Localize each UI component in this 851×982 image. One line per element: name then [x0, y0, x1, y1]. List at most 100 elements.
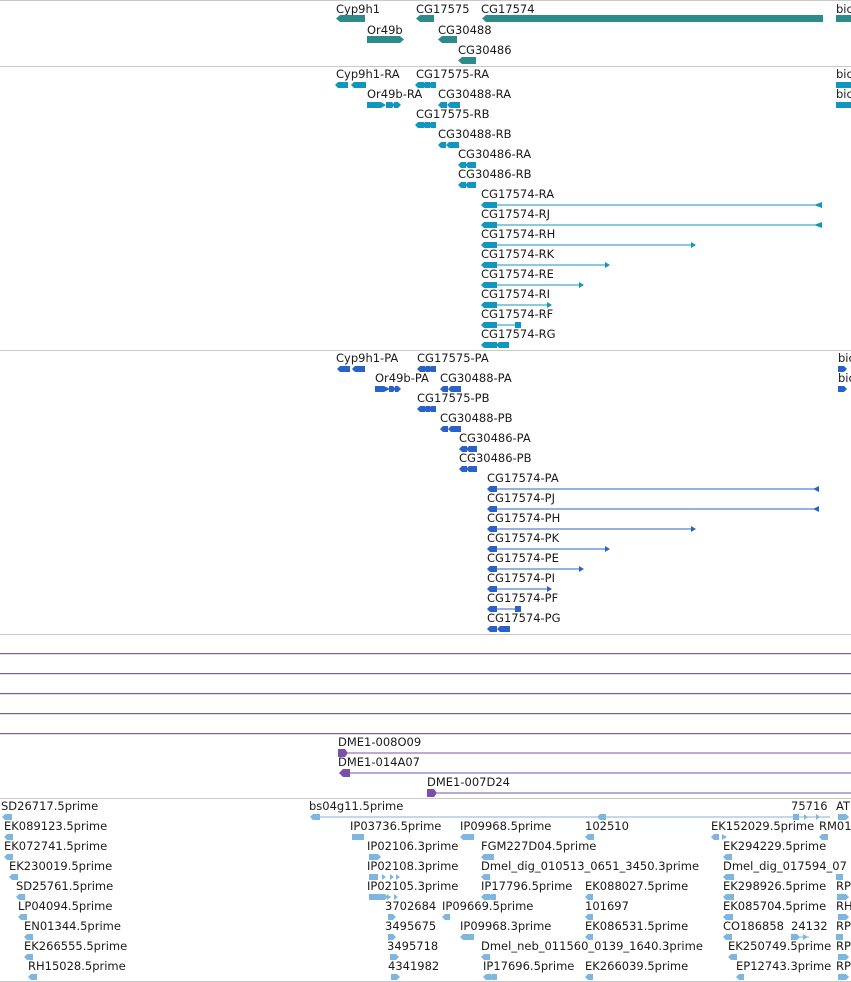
est-label[interactable]: EK266555.5prime	[24, 939, 128, 953]
transcript-label[interactable]: CG17575-RB	[416, 107, 490, 121]
est-label[interactable]: EP12743.3prime	[736, 959, 832, 973]
est-label[interactable]: EK072741.5prime	[4, 839, 108, 853]
est-label[interactable]: Dmel_dig_017594_07	[723, 859, 847, 873]
est-label[interactable]: bs04g11.5prime	[309, 799, 404, 813]
protein-label[interactable]: CG17575-PB	[417, 391, 490, 405]
protein-label[interactable]: CG30486-PA	[459, 431, 531, 445]
est-label[interactable]: Dmel_neb_011560_0139_1640.3prime	[481, 939, 703, 953]
gene-label[interactable]: CG30486	[458, 43, 512, 57]
transcript-label[interactable]: CG30488-RB	[438, 127, 512, 141]
transcript-label[interactable]: CG17574-RG	[481, 327, 556, 341]
est-label[interactable]: FGM227D04.5prime	[481, 839, 597, 853]
est-label[interactable]: EK086531.5prime	[585, 919, 689, 933]
transcript-label[interactable]: CG17574-RE	[481, 267, 554, 281]
protein-label[interactable]: CG30488-PB	[440, 411, 513, 425]
gene-label[interactable]: bic	[836, 2, 851, 16]
protein-label[interactable]: CG17574-PA	[487, 471, 559, 485]
est-label[interactable]: IP02106.3prime	[367, 839, 459, 853]
est-label[interactable]: IP03736.5prime	[350, 819, 442, 833]
est-label[interactable]: EK294229.5prime	[723, 839, 827, 853]
est-label[interactable]: EK298926.5prime	[723, 879, 827, 893]
transcript-label[interactable]: Or49b-RA	[367, 87, 423, 101]
est-label[interactable]: EK085704.5prime	[723, 899, 827, 913]
est-label[interactable]: RM01	[819, 819, 851, 833]
protein-label[interactable]: CG17574-PH	[487, 511, 561, 525]
transcript-label[interactable]: CG17574-RJ	[481, 207, 551, 221]
est-label[interactable]: 3495675	[385, 919, 437, 933]
transcript-label[interactable]: CG30486-RB	[458, 167, 532, 181]
feature-line[interactable]	[0, 693, 851, 694]
est-label[interactable]: 101697	[585, 899, 629, 913]
est-label[interactable]: IP09968.3prime	[460, 919, 552, 933]
protein-label[interactable]: CG17574-PK	[487, 531, 560, 545]
est-label[interactable]: SD26717.5prime	[1, 799, 99, 813]
est-label[interactable]: RH	[836, 899, 851, 913]
est-label[interactable]: EK230019.5prime	[9, 859, 113, 873]
est-label[interactable]: IP09669.5prime	[442, 899, 534, 913]
gene-label[interactable]: Cyp9h1	[336, 2, 381, 16]
est-label[interactable]: 3495718	[387, 939, 439, 953]
est-label[interactable]: 75716	[791, 799, 828, 813]
cdna-glyphs[interactable]	[0, 0, 851, 798]
est-label[interactable]: EK089123.5prime	[4, 819, 108, 833]
est-label[interactable]: CO186858	[723, 919, 784, 933]
transcript-label[interactable]: CG17574-RH	[481, 227, 556, 241]
est-label[interactable]: EK088027.5prime	[585, 879, 689, 893]
est-label[interactable]: EK266039.5prime	[585, 959, 689, 973]
gene-label[interactable]: CG30488	[438, 23, 492, 37]
gene-label[interactable]: CG17575	[416, 2, 470, 16]
transcript-label[interactable]: bic	[836, 67, 851, 81]
est-label[interactable]: SD25761.5prime	[16, 879, 114, 893]
protein-label[interactable]: CG30488-PA	[440, 371, 512, 385]
est-label[interactable]: RP	[836, 939, 851, 953]
est-label[interactable]: IP17696.5prime	[483, 959, 575, 973]
feature-line[interactable]	[0, 713, 851, 714]
protein-label[interactable]: bic	[838, 371, 851, 385]
gene-label[interactable]: Or49b	[367, 23, 403, 37]
transcript-label[interactable]: bic	[836, 87, 851, 101]
est-label[interactable]: RP	[836, 919, 851, 933]
transcript-label[interactable]: CG17574-RK	[481, 247, 555, 261]
est-label[interactable]: RH15028.5prime	[28, 959, 126, 973]
protein-label[interactable]: CG30486-PB	[459, 451, 532, 465]
mrna-glyphs[interactable]	[0, 0, 851, 350]
est-label[interactable]: RP	[836, 879, 851, 893]
est-label[interactable]: 3702684	[385, 899, 437, 913]
gene-label[interactable]: CG17574	[481, 2, 535, 16]
est-label[interactable]: IP02108.3prime	[367, 859, 459, 873]
protein-label[interactable]: Cyp9h1-PA	[336, 351, 399, 365]
est-label[interactable]: EK250749.5prime	[728, 939, 832, 953]
est-label[interactable]: LP04094.5prime	[18, 899, 113, 913]
transcript-label[interactable]: CG17574-RF	[481, 307, 554, 321]
est-label[interactable]: Dmel_dig_010513_0651_3450.3prime	[481, 859, 700, 873]
feature-line[interactable]	[0, 653, 851, 654]
transcript-label[interactable]: CG30488-RA	[438, 87, 512, 101]
protein-label[interactable]: Or49b-PA	[375, 371, 429, 385]
protein-glyphs[interactable]	[0, 0, 851, 634]
gene-glyphs[interactable]	[0, 0, 851, 66]
feature-line[interactable]	[0, 733, 851, 734]
est-label[interactable]: IP09968.5prime	[460, 819, 552, 833]
est-label[interactable]: EK152029.5prime	[711, 819, 815, 833]
est-label[interactable]: IP02105.3prime	[367, 879, 459, 893]
transcript-label[interactable]: CG17574-RA	[481, 187, 555, 201]
est-label[interactable]: 4341982	[388, 959, 440, 973]
est-label[interactable]: EN01344.5prime	[24, 919, 121, 933]
est-label[interactable]: AT	[836, 799, 850, 813]
est-label[interactable]: 24132	[791, 919, 828, 933]
est-label[interactable]: RP	[836, 959, 851, 973]
transcript-label[interactable]: Cyp9h1-RA	[336, 67, 400, 81]
transcript-label[interactable]: CG17575-RA	[416, 67, 490, 81]
cdna-label[interactable]: DME1-007D24	[427, 775, 510, 789]
est-label[interactable]: IP17796.5prime	[481, 879, 573, 893]
cdna-label[interactable]: DME1-008O09	[338, 735, 422, 749]
protein-label[interactable]: CG17575-PA	[417, 351, 489, 365]
protein-label[interactable]: CG17574-PF	[487, 591, 559, 605]
protein-label[interactable]: bic	[838, 351, 851, 365]
protein-label[interactable]: CG17574-PG	[487, 611, 561, 625]
transcript-label[interactable]: CG30486-RA	[458, 147, 532, 161]
feature-line[interactable]	[0, 673, 851, 674]
protein-label[interactable]: CG17574-PE	[487, 551, 559, 565]
